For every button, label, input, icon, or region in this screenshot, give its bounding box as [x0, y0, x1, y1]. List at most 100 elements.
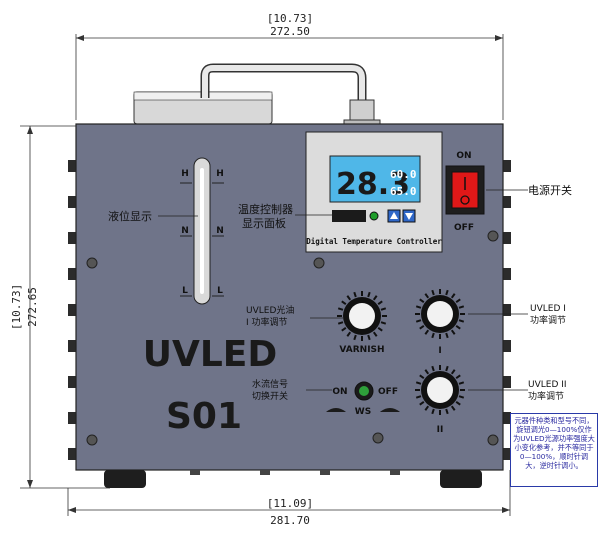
- callout-power-switch: 电源开关: [528, 183, 572, 197]
- level-mark-h-right: H: [216, 169, 224, 179]
- dial-tick: [419, 324, 425, 330]
- water-switch-on-label: ON: [332, 387, 347, 397]
- dial-tick: [372, 331, 378, 337]
- dial-tick: [353, 291, 357, 298]
- callout-liquid-level: 液位显示: [108, 209, 152, 223]
- callout-uvled-1-a: UVLED I: [530, 304, 566, 314]
- display-sub-value: 65.0: [390, 185, 417, 198]
- dial-tick: [450, 369, 456, 375]
- power-switch: ON OFF: [445, 151, 485, 233]
- controller-set-button: [332, 210, 366, 222]
- panel-screws: [86, 230, 499, 446]
- up-arrow-icon: [390, 212, 398, 219]
- dial-tick: [450, 329, 456, 335]
- dial-tick: [450, 293, 456, 299]
- bottom-dimension-inch: [11.09]: [267, 497, 313, 510]
- bottom-dimension-mm: 281.70: [270, 514, 310, 527]
- left-dimension: [10.73] 272.65: [10, 125, 110, 489]
- water-switch-off-label: OFF: [378, 387, 398, 397]
- dial-tick: [341, 326, 347, 332]
- dial-uvled-1: I: [415, 289, 465, 356]
- dial-tick: [415, 381, 422, 385]
- callout-varnish-1: UVLED光油: [246, 304, 294, 316]
- dial-tick: [431, 408, 435, 415]
- dial-tick: [380, 321, 387, 325]
- dial-tick: [445, 332, 449, 339]
- dial-tick: [353, 334, 357, 341]
- bottom-dimension: [11.09] 281.70: [67, 470, 511, 527]
- water-icon-right: [380, 408, 400, 412]
- temperature-display: [329, 155, 421, 203]
- device-feet: [104, 470, 482, 488]
- dial-tick: [346, 295, 352, 301]
- dial-knob-face: [427, 301, 453, 327]
- top-dimension-inch: [10.73]: [267, 12, 313, 25]
- dial-tick: [455, 324, 461, 330]
- level-mark-l-left: L: [182, 286, 188, 296]
- dial-1-label: I: [438, 346, 441, 356]
- dial-tick: [415, 395, 422, 399]
- display-main-value: 28.3: [336, 167, 410, 202]
- top-dimension: [10.73] 272.50: [75, 12, 504, 120]
- dial-tick: [346, 331, 352, 337]
- dial-tick: [424, 369, 430, 375]
- callout-lines: [158, 189, 528, 391]
- dial-tick: [431, 289, 435, 296]
- dial-tick: [445, 365, 449, 372]
- dial-tick: [424, 405, 430, 411]
- dial-knob-face: [349, 303, 375, 329]
- side-fins: [68, 160, 511, 460]
- level-mark-l-right: L: [217, 286, 223, 296]
- left-dimension-inch: [10.73]: [10, 284, 23, 330]
- water-flow-switch: ON OFF WS: [326, 381, 400, 417]
- dial-tick: [458, 395, 465, 399]
- callout-temp-controller-2: 显示面板: [242, 216, 286, 230]
- dial-tick: [455, 400, 461, 406]
- dial-tick: [380, 307, 387, 311]
- controller-indicator-led: [369, 211, 379, 221]
- callout-uvled-1-b: 功率调节: [530, 314, 566, 326]
- level-mark-h-left: H: [181, 169, 189, 179]
- dial-tick: [419, 374, 425, 380]
- dial-tick: [367, 334, 371, 341]
- top-dimension-mm: 272.50: [270, 25, 310, 38]
- dial-tick: [458, 305, 465, 309]
- water-icon-left: [326, 408, 346, 412]
- dial-tick: [431, 332, 435, 339]
- left-dimension-mm: 272.65: [26, 287, 39, 327]
- dial-tick: [337, 307, 344, 311]
- callout-uvled-2-a: UVLED II: [528, 380, 567, 390]
- dial-knob-face: [427, 377, 453, 403]
- dial-varnish: VARNISH: [337, 291, 387, 355]
- power-off-label: OFF: [454, 223, 474, 233]
- dial-tick: [424, 329, 430, 335]
- dial-tick: [372, 295, 378, 301]
- model-label: S01: [166, 396, 242, 437]
- dial-tick: [458, 381, 465, 385]
- dial-tick: [377, 300, 383, 306]
- dial-tick: [419, 298, 425, 304]
- dial-tick: [337, 321, 344, 325]
- dial-tick: [455, 298, 461, 304]
- controller-panel-label: Digital Temperature Controller: [306, 237, 442, 246]
- callout-water-1: 水流信号: [252, 378, 288, 390]
- dial-tick: [431, 365, 435, 372]
- callout-varnish-2: I 功率调节: [246, 316, 288, 328]
- dial-tick: [445, 289, 449, 296]
- dial-uvled-2: II: [415, 365, 465, 435]
- display-set-value: 60.0: [390, 168, 417, 181]
- dial-tick: [341, 300, 347, 306]
- callout-uvled-2-b: 功率调节: [528, 390, 564, 402]
- varnish-label: VARNISH: [339, 345, 384, 355]
- carry-handle: [133, 63, 381, 127]
- dial-tick: [424, 293, 430, 299]
- liquid-level-gauge: H H N N L L: [180, 157, 224, 305]
- level-mark-n-right: N: [216, 226, 224, 236]
- temperature-controller: 28.3 60.0 65.0 Digital Temperature Contr…: [305, 131, 443, 253]
- dial-tick: [458, 319, 465, 323]
- level-mark-n-left: N: [181, 226, 189, 236]
- brand-label: UVLED: [143, 334, 278, 375]
- note-box: 元器件种类和型号不同，旋钮调光0—100%仅作为UVLED光源功率强度大小变化参…: [510, 413, 598, 487]
